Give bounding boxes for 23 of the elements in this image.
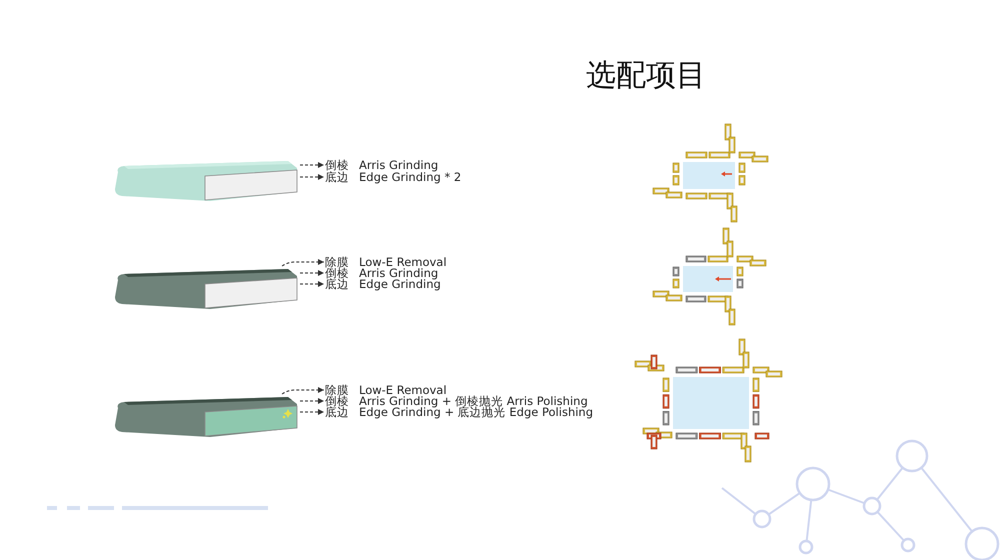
process-description: Arris Grinding bbox=[359, 266, 438, 280]
process-label: 倒棱 bbox=[325, 158, 349, 172]
process-description: Arris Grinding + 倒棱抛光 Arris Polishing bbox=[359, 394, 588, 408]
process-label: 倒棱 bbox=[325, 266, 349, 280]
leader-arrow bbox=[300, 281, 324, 287]
leader-arrow bbox=[300, 409, 324, 415]
process-description: Edge Grinding * 2 bbox=[359, 170, 462, 184]
leader-arrow bbox=[282, 259, 324, 266]
leader-arrow bbox=[300, 270, 324, 276]
process-label: 底边 bbox=[325, 277, 349, 291]
process-description: Low-E Removal bbox=[359, 255, 447, 269]
leader-arrow bbox=[300, 174, 324, 180]
leader-arrow bbox=[300, 398, 324, 404]
process-description: Low-E Removal bbox=[359, 383, 447, 397]
process-label: 底边 bbox=[325, 170, 349, 184]
leader-arrow bbox=[282, 387, 324, 394]
title: 选配项目 bbox=[585, 57, 707, 95]
process-description: Arris Grinding bbox=[359, 158, 438, 172]
process-label: 除膜 bbox=[325, 383, 349, 397]
process-label: 倒棱 bbox=[325, 394, 349, 408]
process-label: 底边 bbox=[325, 405, 349, 419]
process-label: 除膜 bbox=[325, 255, 349, 269]
leader-arrow bbox=[300, 162, 324, 168]
